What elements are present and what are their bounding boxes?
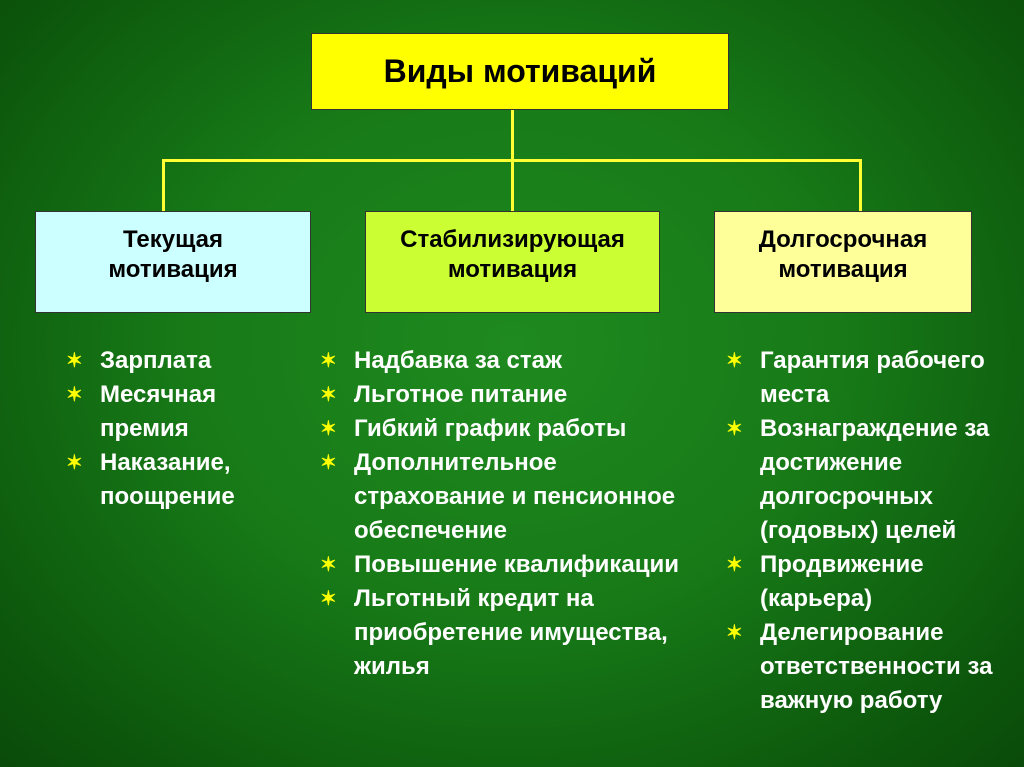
star-bullet-icon: ✶ (66, 452, 83, 474)
star-bullet-icon: ✶ (66, 350, 83, 372)
list-item: ✶ Повышение квалификации (320, 548, 690, 582)
star-bullet-icon: ✶ (726, 554, 743, 576)
list-item: ✶ Льготный кредит на приобретение имущест… (320, 582, 690, 684)
list-item: ✶ Месячная премия (66, 378, 266, 446)
node-label: мотивация (778, 256, 908, 283)
node-longterm-motivation: Долгосрочная мотивация (714, 211, 972, 313)
list-item: ✶ Гибкий график работы (320, 412, 690, 446)
list-item: ✶ Вознаграждение за достижение долгосрочн… (726, 412, 1006, 548)
list-item-text: Гибкий график работы (354, 415, 627, 442)
star-bullet-icon: ✶ (320, 384, 337, 406)
list-item: ✶ Зарплата (66, 344, 266, 378)
list-item-text: Льготный кредит на приобретение имуществ… (354, 585, 668, 680)
node-stabilizing-motivation: Стабилизирующая мотивация (365, 211, 660, 313)
list-item-text: Наказание, поощрение (100, 449, 235, 510)
star-bullet-icon: ✶ (320, 588, 337, 610)
list-current: ✶ Зарплата ✶ Месячная премия ✶ Наказание, поо… (66, 344, 266, 514)
list-item-text: Зарплата (100, 347, 212, 374)
star-bullet-icon: ✶ (320, 554, 337, 576)
star-bullet-icon: ✶ (726, 350, 743, 372)
node-label: мотивация (108, 256, 238, 283)
star-bullet-icon: ✶ (726, 418, 743, 440)
list-item: ✶ Продвижение (карьера) (726, 548, 1006, 616)
star-bullet-icon: ✶ (66, 384, 83, 406)
list-item-text: Дополнительное страхование и пенсионное … (354, 449, 676, 544)
node-label: Текущая (122, 226, 224, 253)
star-bullet-icon: ✶ (320, 452, 337, 474)
connector-root (511, 109, 514, 161)
list-item: ✶ Наказание, поощрение (66, 446, 266, 514)
list-item-text: Гарантия рабочего места (760, 347, 985, 408)
root-node: Виды мотиваций (311, 33, 729, 110)
list-item: ✶ Дополнительное страхование и пенсионное… (320, 446, 690, 548)
list-item: ✶ Надбавка за стаж (320, 344, 690, 378)
star-bullet-icon: ✶ (320, 350, 337, 372)
list-longterm: ✶ Гарантия рабочего места ✶ Вознаграждение … (726, 344, 1006, 718)
star-bullet-icon: ✶ (320, 418, 337, 440)
list-item-text: Вознаграждение за достижение долгосрочны… (760, 415, 990, 544)
list-item-text: Месячная премия (100, 381, 217, 442)
list-item: ✶ Делегирование ответственности за важную… (726, 616, 1006, 718)
node-label: мотивация (447, 256, 578, 283)
list-item-text: Повышение квалификации (354, 551, 679, 578)
node-label: Стабилизирующая (400, 226, 625, 253)
list-item-text: Льготное питание (354, 381, 568, 408)
node-label: Долгосрочная (758, 226, 928, 253)
list-item-text: Делегирование ответственности за важную … (760, 619, 993, 714)
connector-left (162, 159, 165, 212)
connector-right (859, 159, 862, 212)
star-bullet-icon: ✶ (726, 622, 743, 644)
list-item: ✶ Льготное питание (320, 378, 690, 412)
node-current-motivation: Текущая мотивация (35, 211, 311, 313)
list-item-text: Надбавка за стаж (354, 347, 562, 374)
list-item-text: Продвижение (карьера) (760, 551, 924, 612)
connector-middle (511, 159, 514, 212)
list-stabilizing: ✶ Надбавка за стаж ✶ Льготное питание ✶ Гибки… (320, 344, 690, 684)
list-item: ✶ Гарантия рабочего места (726, 344, 1006, 412)
